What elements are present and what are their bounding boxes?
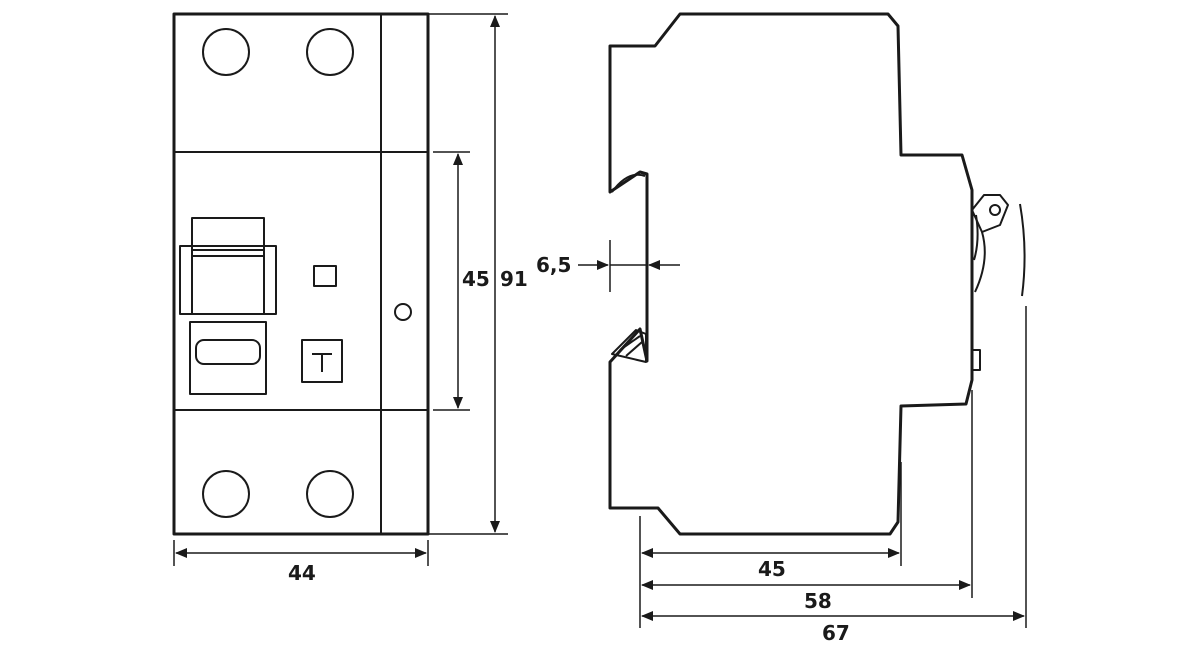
terminal-screw-bottom-right — [306, 470, 354, 518]
front-housing-outline — [172, 12, 430, 536]
strip-hole — [394, 303, 412, 321]
dim-label-44: 44 — [288, 561, 316, 585]
status-window — [189, 321, 267, 395]
din-clip-upper — [611, 173, 646, 193]
side-test-button — [971, 349, 981, 371]
front-view — [172, 12, 430, 536]
indicator-square — [313, 265, 337, 287]
terminal-screw-bottom-left — [202, 470, 250, 518]
lever-travel-arc — [1019, 203, 1026, 297]
dim-side-total-depth: 67 — [641, 611, 1025, 645]
dim-label-91: 91 — [500, 267, 528, 291]
terminal-screw-top-right — [306, 28, 354, 76]
dim-label-6-5: 6,5 — [536, 253, 571, 277]
dim-side-body-depth: 45 — [641, 548, 900, 581]
dim-label-45-front: 45 — [462, 267, 490, 291]
side-view — [608, 12, 1026, 536]
dim-front-total-height: 91 — [428, 13, 528, 535]
dim-front-width: 44 — [173, 540, 429, 585]
terminal-screw-top-left — [202, 28, 250, 76]
dim-front-middle-height: 45 — [433, 151, 490, 411]
dim-label-58: 58 — [804, 589, 832, 613]
side-housing-outline — [608, 12, 974, 536]
test-button — [301, 339, 343, 383]
dim-label-45-side: 45 — [758, 557, 786, 581]
toggle-lever — [179, 217, 277, 315]
din-latch-lower — [611, 329, 647, 363]
dim-rail-offset: 6,5 — [536, 240, 680, 292]
side-lever — [971, 194, 1009, 293]
dim-side-front-depth: 58 — [641, 580, 971, 613]
dim-label-67: 67 — [822, 621, 850, 645]
